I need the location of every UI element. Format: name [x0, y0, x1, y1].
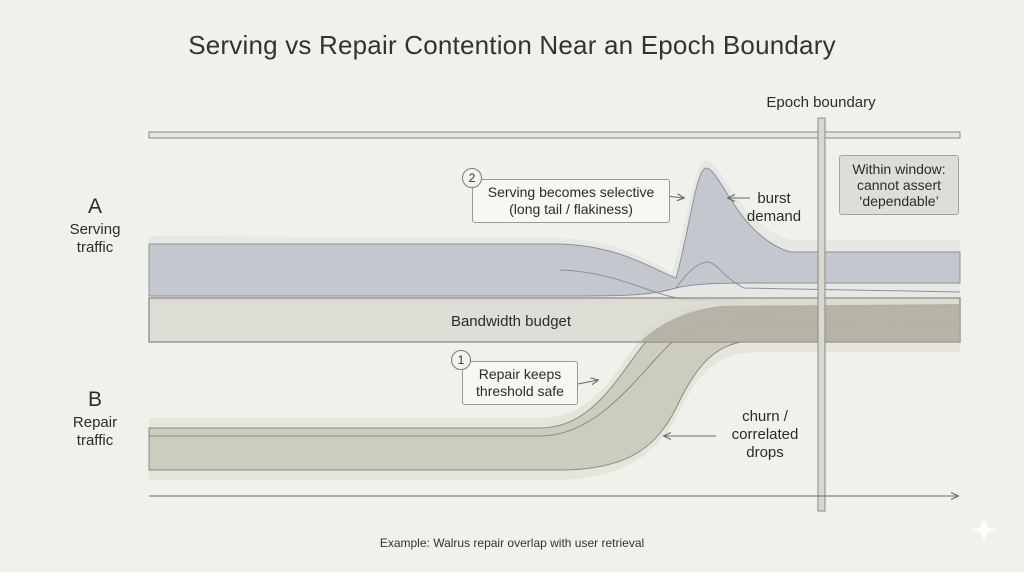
callout-2-number-badge: 2 — [462, 168, 482, 188]
churn-annotation: churn / correlated drops — [732, 408, 799, 462]
callout-1-number-badge: 1 — [451, 350, 471, 370]
churn-line2: correlated — [731, 426, 799, 443]
bandwidth-budget-label: Bandwidth budget — [450, 313, 572, 330]
burst-core-line — [675, 261, 961, 293]
burst-line1: burst — [757, 190, 791, 207]
callout-2-line1: Serving becomes selective — [487, 184, 655, 200]
lane-b-label-line2: traffic — [76, 432, 114, 449]
lane-b-label: Repair traffic — [73, 414, 117, 450]
lane-a-label: Serving traffic — [70, 221, 121, 257]
lane-b-letter: B — [87, 388, 103, 411]
callout-1-line1: Repair keeps — [478, 366, 562, 382]
window-note-line3: ‘dependable’ — [859, 193, 939, 209]
footnote: Example: Walrus repair overlap with user… — [379, 536, 645, 550]
serving-band — [148, 167, 961, 297]
epoch-boundary-label: Epoch boundary — [766, 94, 876, 111]
burst-line2: demand — [746, 208, 802, 225]
callout-1-arrow — [577, 380, 598, 384]
callout-1-line2: threshold safe — [476, 383, 564, 399]
lane-a-label-line1: Serving — [69, 221, 121, 238]
churn-line3: drops — [746, 444, 784, 461]
window-note-line2: cannot assert — [856, 177, 942, 193]
lane-b-label-line1: Repair — [72, 414, 118, 431]
window-note-line1: Within window: — [852, 161, 946, 177]
burst-demand-annotation: burst demand — [747, 190, 801, 226]
sparkle-icon — [970, 516, 998, 544]
churn-line1: churn / — [742, 408, 788, 425]
lane-a-label-line2: traffic — [76, 239, 114, 256]
contention-overlap — [640, 304, 960, 342]
diagram-title: Serving vs Repair Contention Near an Epo… — [188, 30, 836, 60]
top-track — [148, 131, 961, 139]
lane-a-letter: A — [87, 195, 103, 218]
callout-2-line2: (long tail / flakiness) — [509, 201, 633, 217]
callout-repair-threshold: Repair keeps threshold safe — [462, 361, 578, 405]
epoch-boundary-line — [817, 117, 826, 512]
within-window-note: Within window: cannot assert ‘dependable… — [839, 155, 959, 215]
callout-serving-selective: Serving becomes selective (long tail / f… — [472, 179, 670, 223]
